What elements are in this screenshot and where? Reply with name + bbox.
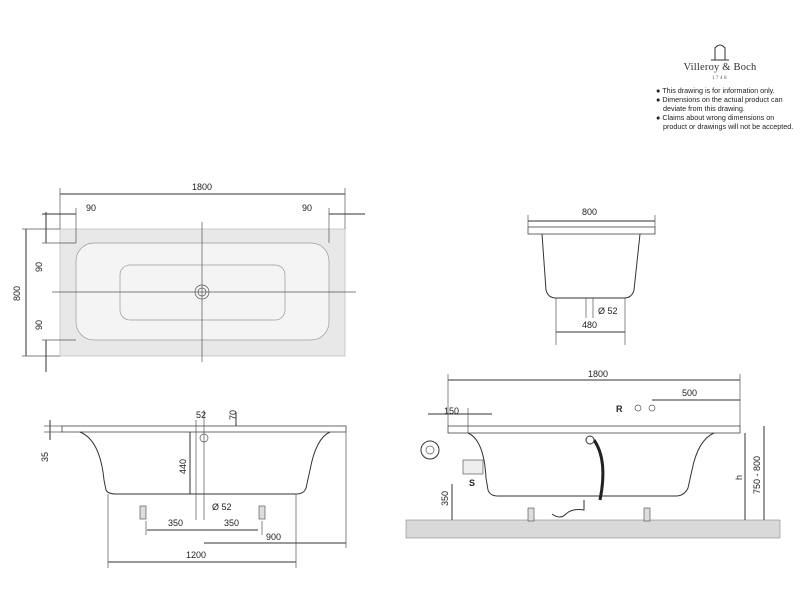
dim-inset-bottom: 90 xyxy=(34,320,44,330)
foot-icon xyxy=(258,505,266,520)
note-item: ● Claims about wrong dimensions on produ… xyxy=(656,113,794,131)
tub-profile-end xyxy=(541,233,641,299)
foot-icon xyxy=(527,507,535,522)
tub-floor xyxy=(119,264,286,321)
tub-profile-side xyxy=(79,431,331,495)
floor xyxy=(405,519,781,539)
brand-emblem-icon xyxy=(711,44,729,61)
dim-inset-top: 90 xyxy=(34,262,44,272)
dim-end-width: 800 xyxy=(582,207,597,217)
dim-r-distance: 500 xyxy=(682,388,697,398)
dim-end-drain: Ø 52 xyxy=(598,306,618,316)
dim-end-base: 480 xyxy=(582,320,597,330)
label-s: S xyxy=(469,478,475,488)
foot-icon xyxy=(643,507,651,522)
dim-inset-right: 90 xyxy=(302,203,312,213)
dim-length-1200: 1200 xyxy=(186,550,206,560)
tub-profile-install xyxy=(467,432,715,497)
control-knob-icon xyxy=(420,440,440,460)
dim-total-height: 750 - 800 xyxy=(752,456,762,494)
dim-s-height: 350 xyxy=(440,491,450,506)
dim-rim-height: 35 xyxy=(40,452,50,462)
dim-length-900: 900 xyxy=(266,532,281,542)
brand-logo-text: Villeroy & Boch xyxy=(683,62,757,73)
foot-icon xyxy=(139,505,147,520)
label-r: R xyxy=(616,404,623,414)
dim-foot-right: 350 xyxy=(224,518,239,528)
dim-inset-left: 90 xyxy=(86,203,96,213)
dim-width-800: 800 xyxy=(12,286,22,301)
side-view xyxy=(44,410,347,568)
install-view xyxy=(405,374,781,539)
control-box-icon xyxy=(462,459,484,475)
dim-side-offset: 52 xyxy=(196,410,206,420)
drain-trap xyxy=(551,500,585,518)
dim-length-1800: 1800 xyxy=(192,182,212,192)
brand-year: 1748 xyxy=(712,76,728,81)
end-view xyxy=(527,215,656,345)
overflow-hose xyxy=(592,439,605,501)
dim-side-drain: Ø 52 xyxy=(212,502,232,512)
note-item: ● This drawing is for information only. xyxy=(656,86,775,95)
dim-install-length: 1800 xyxy=(588,369,608,379)
dim-foot-left: 350 xyxy=(168,518,183,528)
dim-h: h xyxy=(734,475,744,480)
dim-edge: 150 xyxy=(444,406,459,416)
dim-rim-depth: 70 xyxy=(228,410,238,420)
disclaimer-notes: ● This drawing is for information only. … xyxy=(656,86,796,131)
dim-bottom-depth: 440 xyxy=(178,459,188,474)
top-view xyxy=(22,188,365,372)
note-item: ● Dimensions on the actual product can d… xyxy=(656,95,783,113)
